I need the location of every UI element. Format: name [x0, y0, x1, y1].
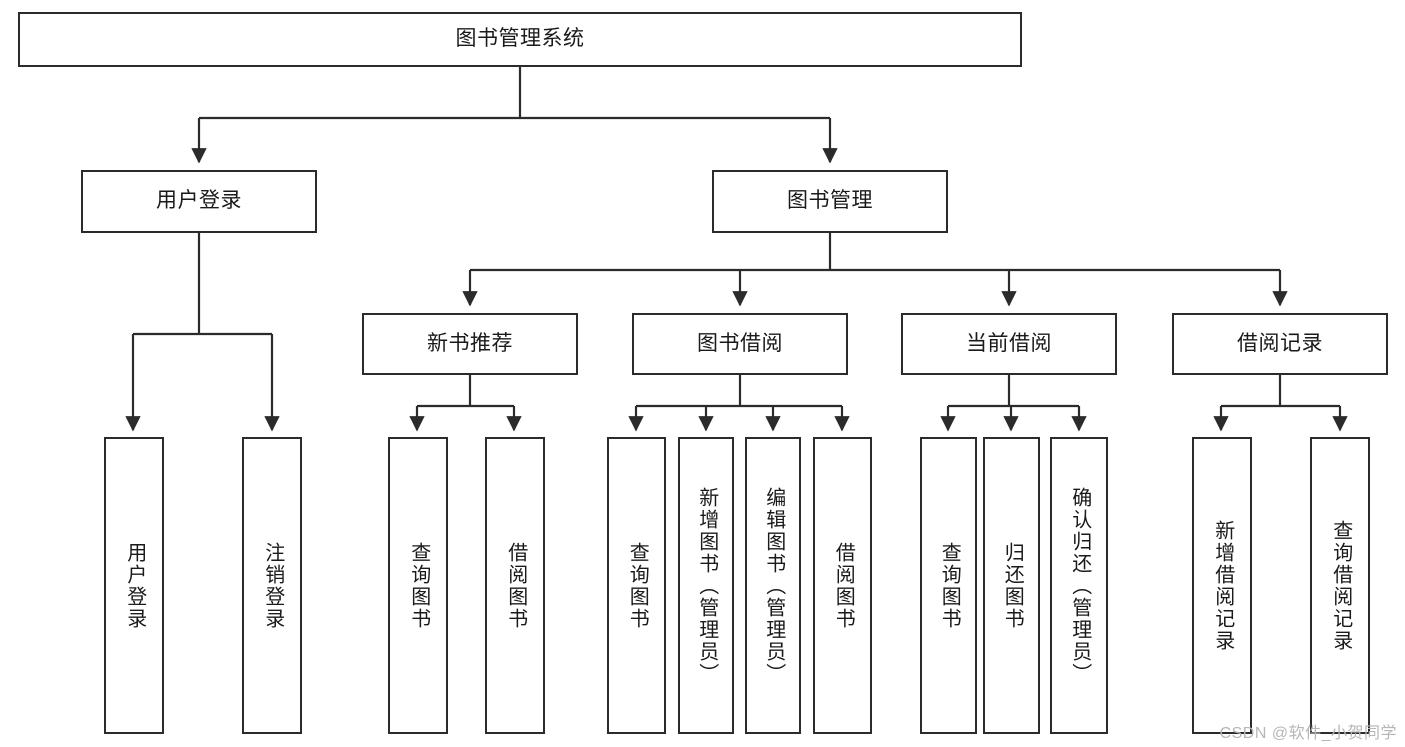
leaf-user-login-logout[interactable]: 注销登录	[242, 437, 302, 734]
leaf-recommend-query-book[interactable]: 查询图书	[388, 437, 448, 734]
node-label: 图书管理系统	[455, 27, 585, 51]
node-label: 用户登录	[156, 189, 242, 213]
leaf-borrow-add-book-admin[interactable]: 新增图书（管理员）	[678, 437, 734, 734]
node-label: 借阅图书	[504, 541, 527, 630]
leaf-current-return-book[interactable]: 归还图书	[983, 437, 1040, 734]
leaf-user-login-login[interactable]: 用户登录	[104, 437, 164, 734]
node-label: 借阅图书	[832, 541, 855, 630]
node-label: 新增借阅记录	[1211, 519, 1234, 652]
node-current-borrow[interactable]: 当前借阅	[901, 313, 1117, 375]
node-label: 新书推荐	[427, 331, 513, 355]
node-user-login[interactable]: 用户登录	[81, 170, 317, 233]
leaf-borrow-query-book[interactable]: 查询图书	[607, 437, 666, 734]
leaf-recommend-borrow-book[interactable]: 借阅图书	[485, 437, 545, 734]
node-label: 编辑图书（管理员）	[762, 486, 785, 685]
node-label: 查询图书	[626, 541, 649, 630]
node-label: 当前借阅	[966, 331, 1052, 355]
leaf-current-query-book[interactable]: 查询图书	[920, 437, 977, 734]
leaf-borrow-edit-book-admin[interactable]: 编辑图书（管理员）	[745, 437, 801, 734]
node-label: 图书借阅	[697, 331, 783, 355]
node-label: 借阅记录	[1237, 331, 1323, 355]
leaf-borrow-borrow-book[interactable]: 借阅图书	[813, 437, 872, 734]
leaf-record-add-record[interactable]: 新增借阅记录	[1192, 437, 1252, 734]
csdn-watermark: CSDN @软件_小贺同学	[1219, 725, 1397, 742]
node-book-borrow[interactable]: 图书借阅	[632, 313, 848, 375]
node-borrow-record[interactable]: 借阅记录	[1172, 313, 1388, 375]
node-root-book-management-system[interactable]: 图书管理系统	[18, 12, 1022, 67]
leaf-record-query-record[interactable]: 查询借阅记录	[1310, 437, 1370, 734]
node-book-management[interactable]: 图书管理	[712, 170, 948, 233]
node-label: 新增图书（管理员）	[695, 486, 718, 685]
node-label: 查询借阅记录	[1329, 519, 1352, 652]
node-label: 确认归还（管理员）	[1068, 486, 1091, 685]
node-new-book-recommend[interactable]: 新书推荐	[362, 313, 578, 375]
node-label: 注销登录	[261, 541, 284, 630]
node-label: 用户登录	[123, 541, 146, 630]
leaf-current-confirm-return-admin[interactable]: 确认归还（管理员）	[1050, 437, 1108, 734]
node-label: 查询图书	[938, 541, 961, 630]
node-label: 归还图书	[1001, 541, 1024, 630]
node-label: 图书管理	[787, 189, 873, 213]
node-label: 查询图书	[407, 541, 430, 630]
